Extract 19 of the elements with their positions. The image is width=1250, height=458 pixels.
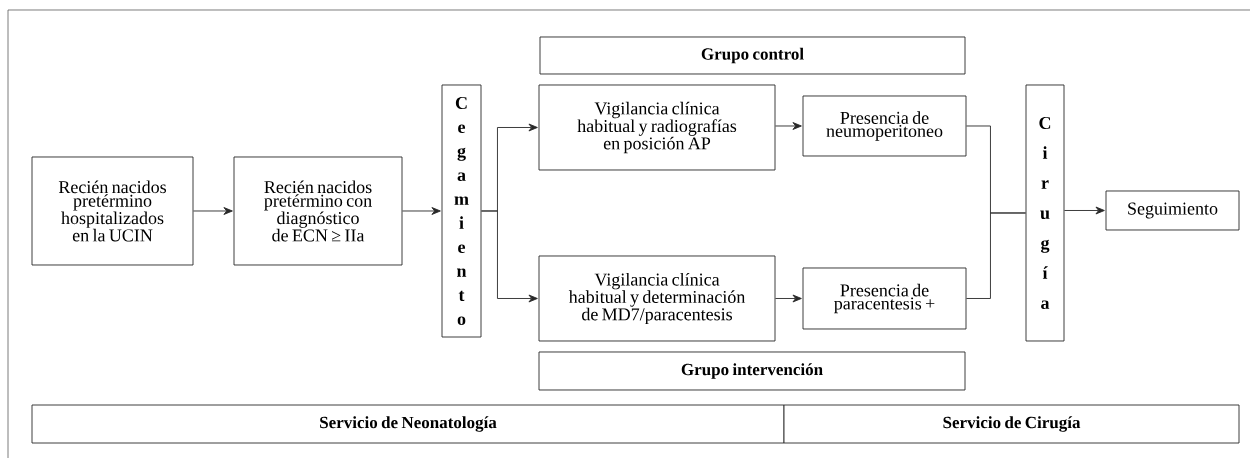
process-box: Vigilancia clínica habitual y radiografías en posición AP	[538, 84, 776, 171]
process-box: Vigilancia clínica habitual y determinación de MD7/paracentesis	[538, 255, 776, 342]
vertical-box: Cirugía	[1025, 84, 1065, 342]
process-box: Recién nacidos pretérmino con diagnóstico de ECN ≥ IIa	[233, 156, 403, 266]
arrow	[193, 207, 233, 215]
process-box: Recién nacidos pretérmino hospitalizados en la UCIN	[31, 156, 194, 266]
process-box: Servicio de Neonatología	[31, 404, 785, 444]
arrow	[775, 122, 802, 130]
arrow	[402, 207, 441, 215]
process-box: Presencia de paracentesis +	[802, 267, 967, 330]
process-box: Seguimiento	[1105, 190, 1240, 231]
process-box: Servicio de Cirugía	[783, 404, 1240, 444]
process-box: Grupo control	[539, 36, 966, 75]
arrow	[481, 210, 538, 303]
vertical-box: Cegamiento	[441, 84, 482, 338]
process-box: Grupo intervención	[538, 351, 966, 391]
process-box: Presencia de neumoperitoneo	[802, 95, 967, 157]
arrow	[1064, 206, 1105, 215]
arrow	[775, 294, 802, 303]
